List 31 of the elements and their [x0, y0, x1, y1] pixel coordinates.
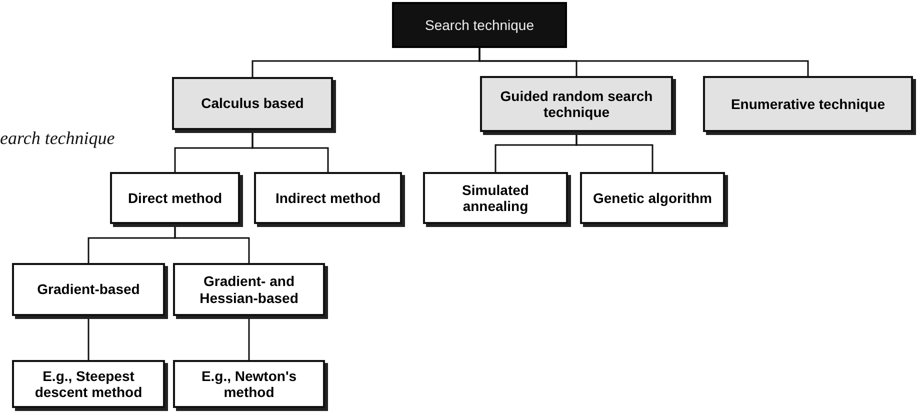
process-box	[423, 172, 568, 224]
process-box	[580, 172, 725, 224]
process-box	[172, 77, 333, 130]
process-box	[173, 263, 325, 316]
connector-line	[88, 316, 90, 360]
connector-line	[248, 316, 250, 360]
connector-line	[478, 48, 809, 76]
caption-fragment: earch technique	[0, 128, 115, 149]
connector-line	[174, 224, 250, 263]
process-box	[12, 360, 165, 408]
process-box	[12, 263, 165, 316]
connector-line	[252, 130, 329, 172]
node-label: Search technique	[425, 16, 534, 34]
node-label: Genetic algorithm	[592, 190, 712, 206]
connector-line	[576, 132, 654, 172]
process-box	[254, 172, 402, 224]
node-label: Direct method	[128, 190, 222, 206]
root-box	[392, 2, 567, 48]
node-label: E.g., Steepest descent method	[34, 368, 144, 400]
process-box	[480, 76, 673, 132]
node-label: Gradient- and Hessian-based	[198, 273, 300, 306]
node-label: Enumerative technique	[730, 96, 886, 112]
node-label: Simulated annealing	[461, 182, 530, 214]
process-box	[173, 360, 325, 408]
node-label: Guided random search technique	[499, 88, 654, 120]
node-label: Gradient-based	[37, 281, 140, 298]
node-label: E.g., Newton's method	[200, 368, 298, 400]
process-box	[703, 76, 913, 132]
process-box	[110, 172, 240, 224]
node-label: Calculus based	[201, 95, 304, 112]
node-label: Indirect method	[275, 190, 380, 206]
